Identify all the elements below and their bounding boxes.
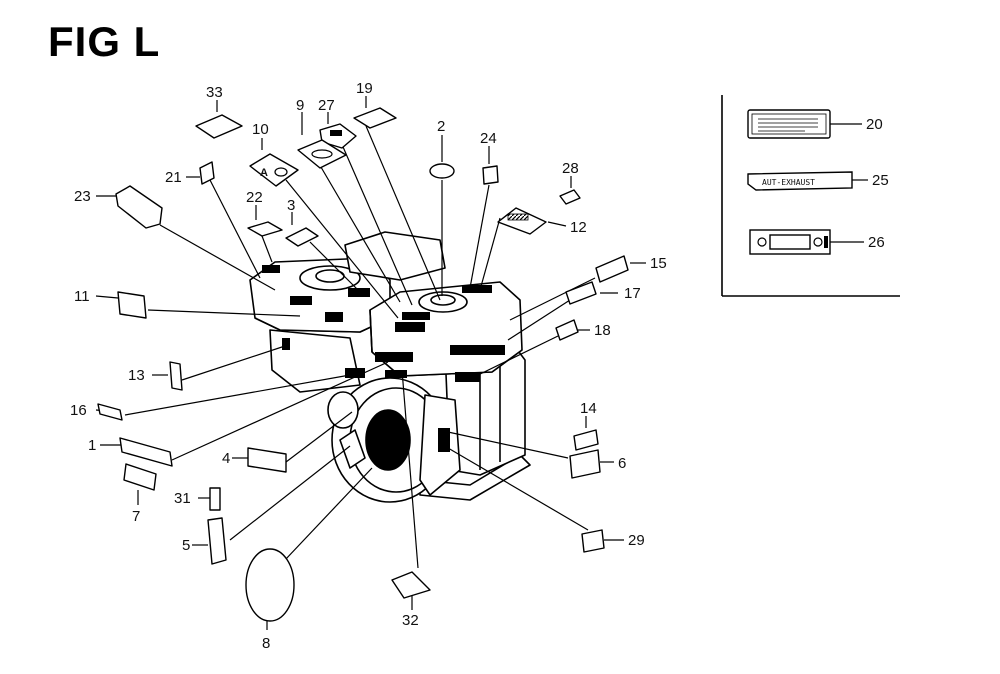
leader-lines [95,96,868,630]
decal-5-shape [207,517,227,565]
callout-18: 18 [594,322,611,339]
callout-5: 5 [182,537,190,554]
decal-shapes [97,107,629,622]
callout-16: 16 [70,402,87,419]
decal-14-shape [573,429,599,451]
callout-33: 33 [206,84,223,101]
decal-8-shape [245,548,295,622]
decal-24-shape [482,165,499,185]
decal-10-symbol: A [260,167,268,179]
decal-13-shape [169,361,183,391]
decal-19-shape [353,107,397,129]
engine-illustration [249,231,531,503]
decal-31-shape [209,487,221,511]
inset-panel: AUT-EXHAUST [721,95,900,297]
decal-26-shape [749,229,831,255]
callout-6: 6 [618,455,626,472]
decal-4-shape [247,447,287,473]
decal-32-shape [391,571,431,599]
callout-7: 7 [132,508,140,525]
decal-23-shape [115,185,163,229]
decal-21-shape [199,161,215,185]
engine-decal-marks [262,265,505,452]
callout-4: 4 [222,450,230,467]
callout-25: 25 [872,172,889,189]
decal-16-shape [97,403,123,421]
callout-31: 31 [174,490,191,507]
callout-32: 32 [402,612,419,629]
callout-20: 20 [866,116,883,133]
decal-20-shape [747,109,831,139]
callout-2: 2 [437,118,445,135]
callout-26: 26 [868,234,885,251]
decal-1-shape [119,437,173,467]
callout-23: 23 [74,188,91,205]
decal-3-shape [285,227,319,247]
decal-15-shape [595,255,629,283]
decal-6-shape [569,449,601,479]
callout-9: 9 [296,97,304,114]
decal-22-shape [247,221,283,237]
decal-11-shape [117,291,147,319]
callout-17: 17 [624,285,641,302]
decal-7-shape [123,463,157,491]
callout-24: 24 [480,130,497,147]
callout-12: 12 [570,219,587,236]
decal-25-shape: AUT-EXHAUST [747,171,853,191]
callout-1: 1 [88,437,96,454]
decal-2-shape [429,163,455,179]
decal-17-shape [565,281,597,305]
callout-13: 13 [128,367,145,384]
callout-22: 22 [246,189,263,206]
figure-title: FIG L [48,18,161,65]
callout-11: 11 [74,288,90,305]
decal-18-shape [555,319,579,341]
decal-10-shape [249,153,299,187]
decal-details: A [260,130,529,221]
decal-28-shape [559,189,581,205]
callout-29: 29 [628,532,645,549]
callout-labels: 33 19 27 9 10 2 24 28 12 21 23 22 3 11 1… [70,80,889,652]
callout-28: 28 [562,160,579,177]
callout-10: 10 [252,121,269,138]
callout-14: 14 [580,400,597,417]
decal-33-shape [195,114,243,139]
exhaust-tag-text: AUT-EXHAUST [762,178,815,187]
callout-27: 27 [318,97,335,114]
callout-21: 21 [165,169,182,186]
decal-29-shape [581,529,605,553]
decal-9-shape [297,139,347,169]
callout-19: 19 [356,80,373,97]
callout-15: 15 [650,255,667,272]
decal-12-shape [497,207,547,235]
callout-3: 3 [287,197,295,214]
callout-8: 8 [262,635,270,652]
